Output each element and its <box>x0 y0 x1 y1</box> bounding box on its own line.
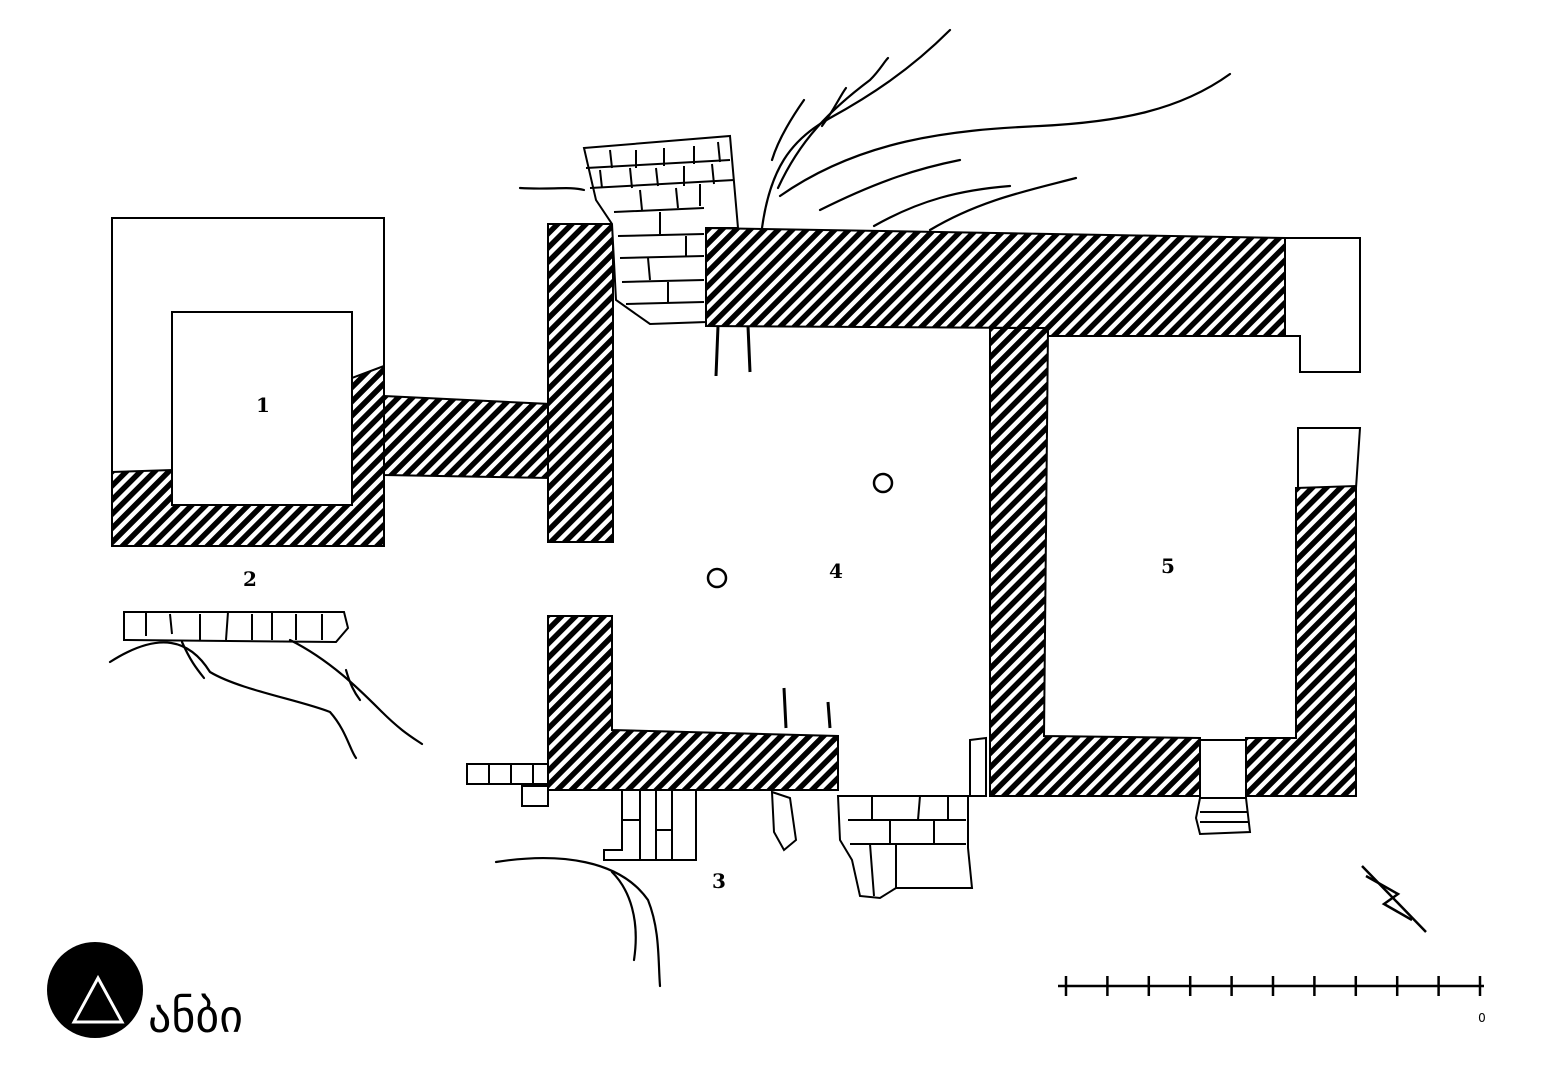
terrain-contours <box>108 28 1232 988</box>
room-1-interior <box>171 311 353 506</box>
masonry-room-2 <box>123 611 350 644</box>
masonry-south-west <box>466 763 549 807</box>
contour-north-8 <box>928 176 1078 232</box>
masonry-south-center <box>770 736 987 900</box>
contour-room2-1 <box>108 641 358 760</box>
room-1-label: 1 <box>256 393 270 417</box>
room-3-label: 3 <box>712 869 726 893</box>
room-5-walls <box>989 237 1362 800</box>
contour-north-4 <box>820 86 848 128</box>
room-5-east-south-wall <box>1245 484 1357 797</box>
contour-north-2 <box>776 56 890 190</box>
contour-south-2 <box>610 870 637 962</box>
contour-north-3 <box>770 98 806 162</box>
room-4-label: 4 <box>829 559 843 583</box>
logo-triangle-icon <box>71 974 125 1024</box>
column-base-1 <box>872 472 894 494</box>
room-2-label: 2 <box>243 567 257 591</box>
logo-circle <box>47 942 143 1038</box>
room-4-west-wall-north <box>547 223 614 543</box>
masonry-north <box>582 134 740 326</box>
contour-room2-2 <box>180 640 206 680</box>
contour-room2-3 <box>288 638 424 746</box>
wall-stubs <box>714 325 832 729</box>
masonry-south-east <box>1194 797 1252 836</box>
contour-north-5 <box>778 72 1232 198</box>
contour-north-1 <box>760 28 952 230</box>
logo-text: ანბი <box>148 989 243 1043</box>
contour-south <box>494 857 662 988</box>
room-5-label: 5 <box>1161 554 1175 578</box>
room-5-northeast-outline <box>1285 237 1361 373</box>
column-base-2 <box>706 567 728 589</box>
contour-room2-4 <box>344 668 362 702</box>
scale-end-mark: 0 <box>1478 1011 1486 1025</box>
room-5-east-outline <box>1297 427 1362 489</box>
contour-north-6 <box>818 158 962 212</box>
room-1-structure <box>111 217 385 547</box>
north-arrow-icon <box>1361 865 1427 933</box>
contour-north-7 <box>872 184 1012 228</box>
room-4-5-dividing-wall <box>989 327 1201 797</box>
scale-bar <box>1058 976 1484 996</box>
room-5-south-doorway <box>1199 739 1247 800</box>
room-4-west-south-wall <box>547 615 839 791</box>
room-4-north-wall <box>705 226 1286 337</box>
contour-nw <box>518 186 586 192</box>
masonry-south-steps <box>603 789 697 861</box>
connecting-wall <box>383 394 551 480</box>
triangle-in-circle-logo <box>47 942 143 1038</box>
